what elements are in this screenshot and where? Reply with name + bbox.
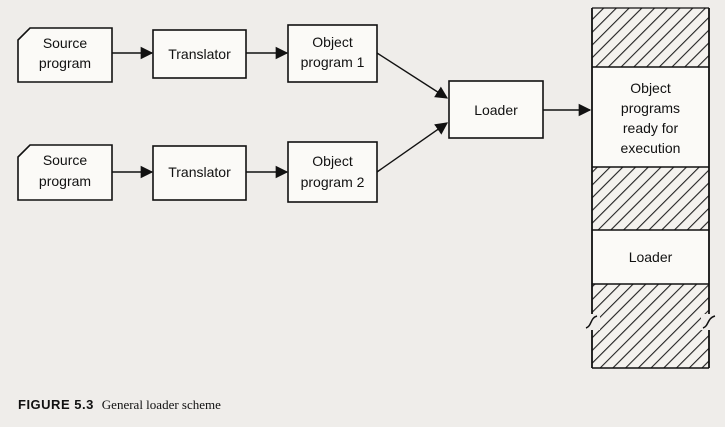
translator-2-box: Translator <box>152 145 247 201</box>
object-program-1-box: Object program 1 <box>287 24 378 83</box>
object-program-2-box: Object program 2 <box>287 141 378 203</box>
arrow-object2-to-loader <box>376 122 449 173</box>
source-program-2-line1: Source <box>43 152 88 168</box>
object-program-1-line2: program 1 <box>301 54 365 70</box>
memory-object-line1: Object <box>630 80 671 96</box>
loader-label: Loader <box>474 102 518 118</box>
figure-number: FIGURE 5.3 <box>18 397 94 412</box>
memory-object-line4: execution <box>621 140 681 156</box>
object-program-2-line2: program 2 <box>301 174 365 190</box>
source-program-2-box: Source program <box>17 144 113 201</box>
arrow-object1-to-loader <box>376 52 449 99</box>
memory-loader-region <box>592 230 709 284</box>
memory-loader-label: Loader <box>629 249 673 265</box>
figure-caption-text: General loader scheme <box>101 397 221 412</box>
translator-1-box: Translator <box>152 29 247 79</box>
figure-caption: FIGURE 5.3 General loader scheme <box>18 397 221 413</box>
memory-object-programs-region <box>592 67 709 167</box>
object-program-1-line1: Object <box>312 34 353 50</box>
memory-object-line2: programs <box>621 100 680 116</box>
memory-map: Object programs ready for execution Load… <box>584 7 719 369</box>
memory-hatched-region-top <box>592 8 709 67</box>
loader-box: Loader <box>448 80 544 139</box>
memory-hatched-region-bottom <box>592 284 709 368</box>
memory-hatched-region-middle <box>592 167 709 230</box>
object-program-2-line1: Object <box>312 153 353 169</box>
translator-1-label: Translator <box>168 46 231 62</box>
memory-object-line3: ready for <box>623 120 679 136</box>
source-program-1-box: Source program <box>17 27 113 83</box>
memory-break-mark <box>584 314 719 330</box>
source-program-1-line2: program <box>39 55 91 71</box>
source-program-2-line2: program <box>39 173 91 189</box>
source-program-1-line1: Source <box>43 35 88 51</box>
translator-2-label: Translator <box>168 164 231 180</box>
